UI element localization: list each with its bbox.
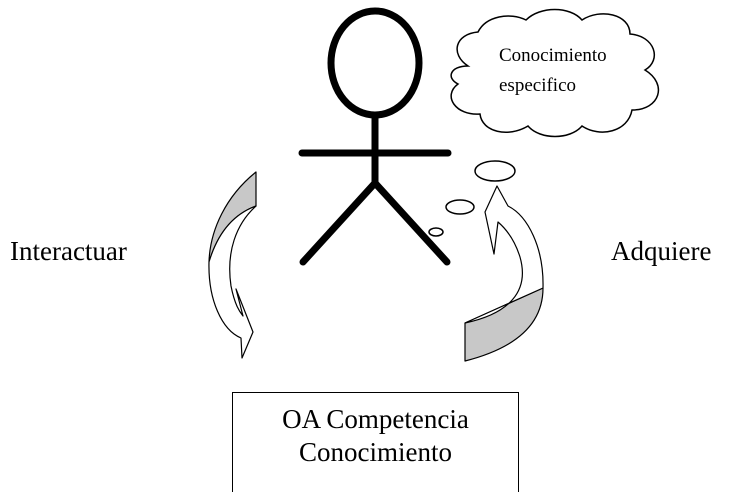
box-line2: Conocimiento bbox=[299, 437, 452, 467]
box-line1: OA Competencia bbox=[282, 404, 469, 434]
cloud-text-line1: Conocimiento bbox=[499, 45, 607, 66]
thought-bubble-large bbox=[474, 160, 516, 182]
thought-bubble-medium bbox=[445, 199, 475, 215]
stick-figure bbox=[298, 7, 452, 266]
stick-figure-left-leg bbox=[299, 179, 379, 266]
oa-competencia-box: OA Competencia Conocimiento bbox=[232, 392, 519, 492]
cloud-text: Conocimiento especifico bbox=[499, 41, 607, 101]
left-curved-arrow bbox=[208, 171, 257, 359]
stick-figure-right-leg bbox=[371, 179, 451, 266]
adquiere-label: Adquiere bbox=[611, 236, 712, 266]
right-curved-arrow bbox=[464, 185, 544, 362]
interactuar-label: Interactuar bbox=[10, 236, 127, 266]
thought-cloud bbox=[450, 8, 660, 138]
thought-bubble-small bbox=[428, 227, 444, 237]
cloud-text-line2: especifico bbox=[499, 75, 577, 96]
stick-figure-head bbox=[327, 7, 423, 119]
concept-diagram bbox=[208, 7, 660, 362]
